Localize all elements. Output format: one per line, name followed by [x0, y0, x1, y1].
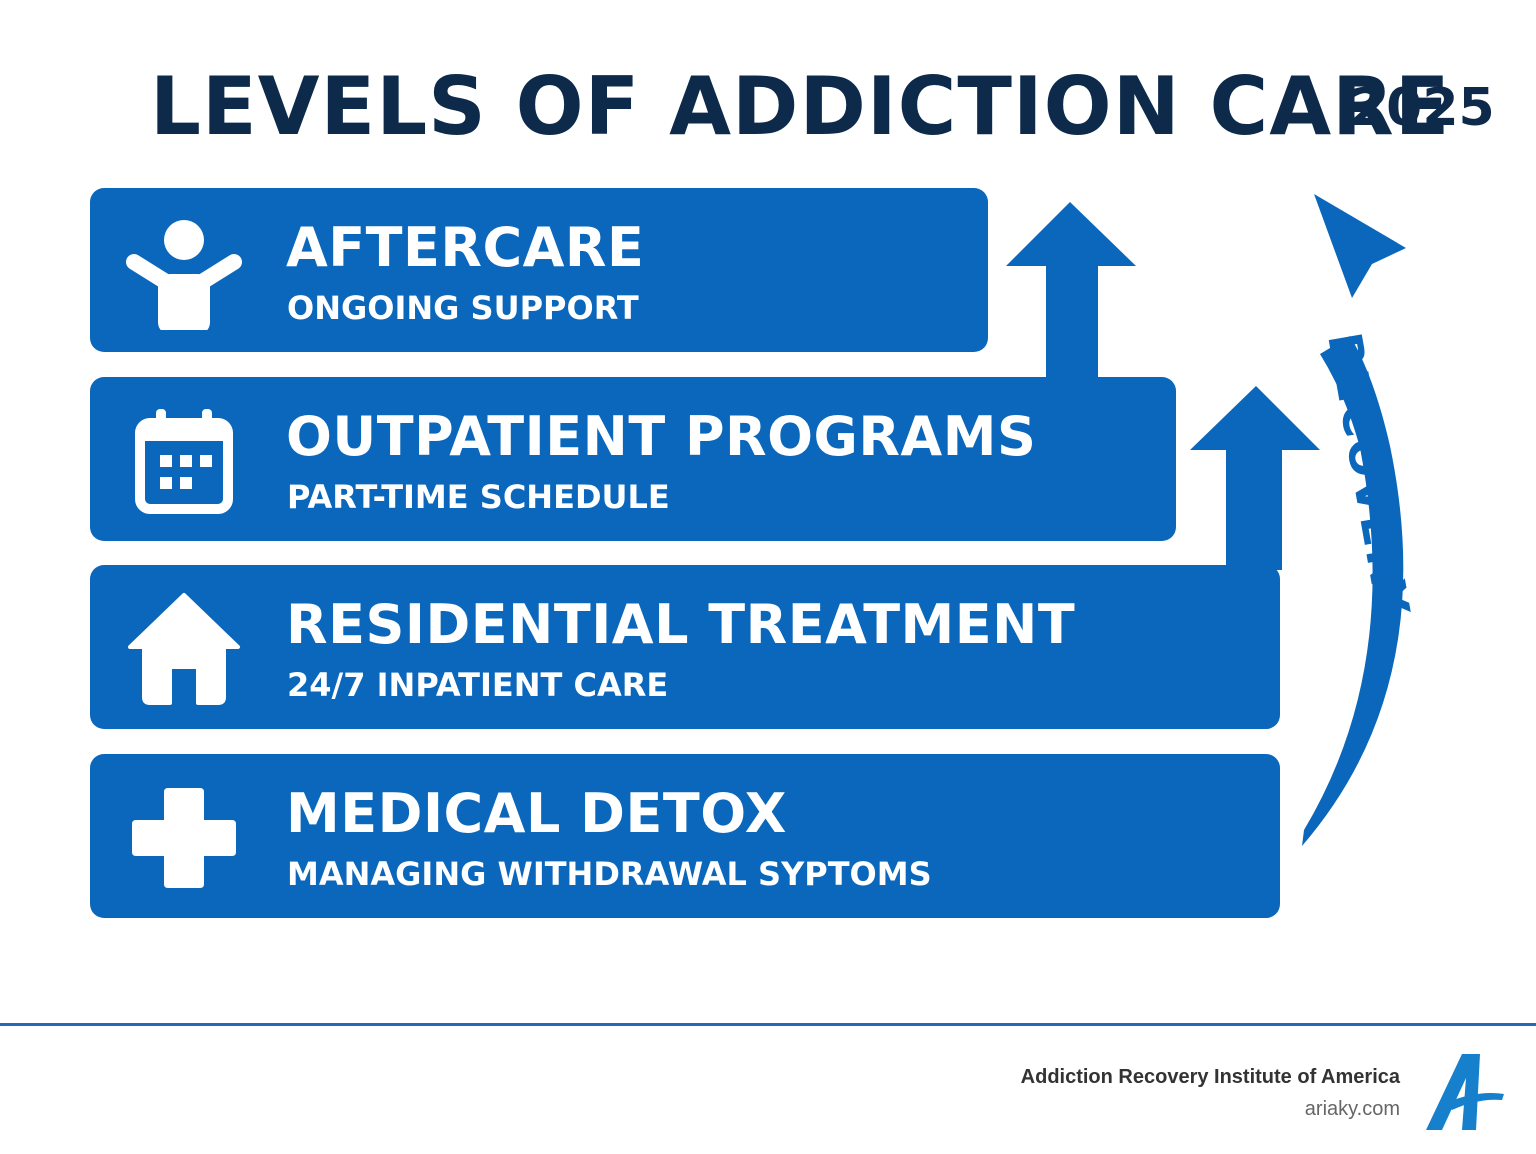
level-subtitle: 24/7 INPATIENT CARE	[287, 666, 669, 704]
level-subtitle: PART-TIME SCHEDULE	[287, 478, 670, 516]
letter-a-logo	[1426, 1054, 1504, 1130]
step-up-arrow-icon	[1190, 386, 1320, 570]
person-arms-raised-icon	[126, 220, 242, 330]
level-outpatient-programs: OUTPATIENT PROGRAMS PART-TIME SCHEDULE	[90, 377, 1176, 541]
step-up-arrow-icon	[1006, 202, 1136, 380]
level-label: MEDICAL DETOX	[286, 782, 787, 845]
calendar-icon	[135, 409, 233, 514]
level-subtitle: ONGOING SUPPORT	[287, 289, 639, 327]
footer-divider	[0, 1023, 1536, 1026]
level-aftercare: AFTERCARE ONGOING SUPPORT	[90, 188, 988, 352]
level-subtitle: MANAGING WITHDRAWAL SYPTOMS	[287, 855, 932, 893]
recovery-label: RECOVERY	[1317, 329, 1420, 622]
level-label: AFTERCARE	[286, 216, 645, 279]
level-label: OUTPATIENT PROGRAMS	[286, 405, 1037, 468]
year-label: 2025	[1350, 78, 1495, 138]
curved-up-arrow-icon: RECOVERY	[1302, 194, 1420, 846]
organization-name: Addiction Recovery Institute of America	[1020, 1066, 1400, 1088]
house-icon	[128, 593, 240, 705]
website-link[interactable]: ariaky.com	[1304, 1098, 1400, 1120]
level-label: RESIDENTIAL TREATMENT	[286, 593, 1076, 656]
level-residential-treatment: RESIDENTIAL TREATMENT 24/7 INPATIENT CAR…	[90, 565, 1280, 729]
page-title: LEVELS OF ADDICTION CARE	[150, 60, 1451, 153]
level-medical-detox: MEDICAL DETOX MANAGING WITHDRAWAL SYPTOM…	[90, 754, 1280, 918]
medical-cross-icon	[132, 788, 236, 888]
